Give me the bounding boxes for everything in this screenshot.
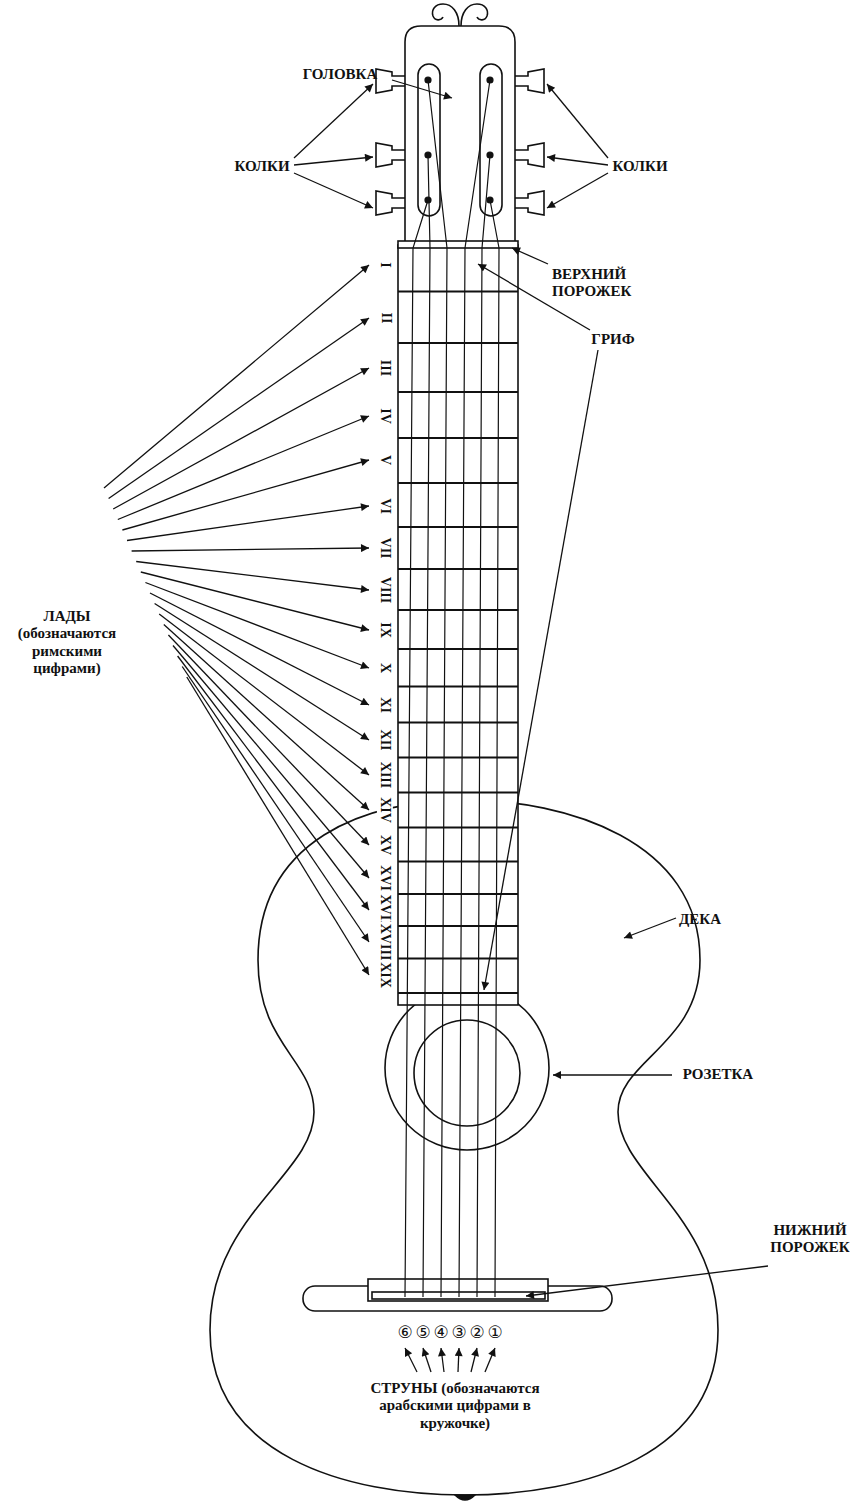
fret-leader-lines — [104, 265, 369, 975]
fret — [398, 893, 518, 895]
fret — [398, 482, 518, 484]
fret-number: III — [377, 358, 393, 378]
leader-line — [155, 604, 369, 741]
leader-line — [104, 265, 369, 488]
fret-number: II — [377, 311, 393, 326]
fret — [398, 992, 518, 994]
leader-line — [173, 646, 369, 879]
leader-line — [136, 562, 369, 591]
nut — [398, 241, 518, 248]
fret — [398, 957, 518, 959]
fret-number: IX — [377, 620, 393, 640]
fret — [398, 925, 518, 927]
leader-line — [127, 506, 369, 541]
leader-line — [159, 614, 369, 775]
fret-number: VII — [377, 535, 393, 560]
frets — [398, 292, 518, 994]
string-number: ⑤ — [415, 1323, 430, 1343]
fret — [398, 860, 518, 862]
tuning-peg — [376, 69, 544, 215]
fret-number: VIII — [377, 575, 393, 605]
part-name: СТРУНЫ (обозначаются арабскими цифрами в… — [352, 1380, 558, 1432]
string-number: ① — [487, 1323, 502, 1343]
leader-line — [150, 593, 369, 705]
leader-line — [122, 460, 369, 530]
fret — [398, 685, 518, 687]
part-name: КОЛКИ — [234, 158, 289, 175]
bridge-block — [368, 1279, 548, 1301]
part-name: ЛАДЫ (обозначаются римскими цифрами) — [8, 608, 126, 677]
fret-number: XVIII — [377, 922, 393, 963]
leader-lines — [294, 80, 768, 1372]
fret — [398, 756, 518, 758]
headstock-scroll — [432, 4, 487, 26]
string-number: ⑥ — [397, 1323, 412, 1343]
fret-number: VI — [377, 496, 393, 516]
leader-line — [182, 667, 369, 943]
part-name: РОЗЕТКА — [683, 1066, 753, 1083]
fret — [398, 342, 518, 344]
fret-number: XIII — [377, 760, 393, 790]
leader-line — [187, 677, 369, 975]
fret — [398, 791, 518, 793]
headstock — [405, 26, 515, 245]
fret — [398, 391, 518, 393]
fret-number: X — [377, 661, 393, 675]
leader-line — [141, 572, 369, 630]
string-number: ④ — [433, 1323, 448, 1343]
leader-line — [118, 416, 369, 520]
leader-line — [145, 583, 369, 669]
fret — [398, 290, 518, 292]
strings — [405, 77, 499, 1297]
leader-line — [113, 368, 369, 509]
string-number: ② — [469, 1323, 484, 1343]
fret — [398, 437, 518, 439]
fret-number: XI — [377, 695, 393, 715]
fretboard — [398, 245, 518, 1005]
leader-line — [178, 656, 369, 910]
fret-number: XIX — [377, 960, 393, 990]
leader-line — [132, 548, 369, 551]
fret — [398, 721, 518, 723]
fret-number: I — [377, 260, 393, 269]
fret-number: XVI — [377, 863, 393, 893]
part-name: ВЕРХНИЙ ПОРОЖЕК — [552, 266, 652, 301]
fret — [398, 568, 518, 570]
rosette-outer — [385, 986, 549, 1150]
part-name: ДЕКА — [679, 911, 721, 928]
part-name: НИЖНИЙ ПОРОЖЕК — [762, 1222, 858, 1257]
fret-number: XV — [377, 833, 393, 857]
leader-line — [168, 635, 369, 845]
end-pin — [455, 1495, 475, 1500]
fret-number: XIV — [377, 795, 393, 825]
part-name: ГОЛОВКА — [303, 66, 378, 83]
rosette-inner — [414, 1020, 520, 1126]
fret — [398, 609, 518, 611]
part-name: ГРИФ — [591, 331, 634, 348]
fret — [398, 648, 518, 650]
fret-number: IV — [377, 406, 393, 426]
leader-line — [164, 625, 369, 811]
headstock-slot — [480, 64, 502, 216]
part-name: КОЛКИ — [612, 158, 667, 175]
fret-number: V — [377, 453, 393, 467]
fret — [398, 526, 518, 528]
string-number: ③ — [451, 1323, 466, 1343]
fret-number: XII — [377, 727, 393, 752]
fret — [398, 826, 518, 828]
